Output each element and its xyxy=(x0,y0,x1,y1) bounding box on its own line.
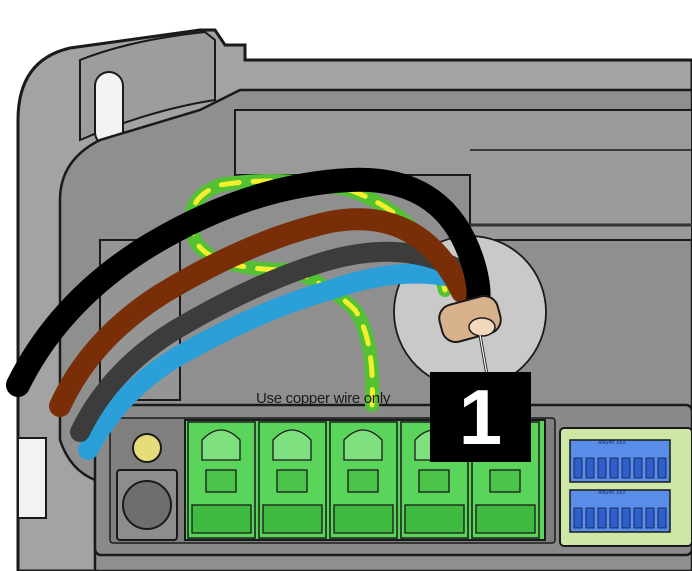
terminal-cell xyxy=(187,421,256,539)
gray-wire xyxy=(70,241,478,442)
blue-terminal-pin xyxy=(645,457,655,479)
blue-terminal-area xyxy=(559,427,692,547)
wire-bundle xyxy=(6,167,502,460)
blue-wire xyxy=(78,263,465,460)
black-wire xyxy=(6,167,491,397)
terminal-label-bottom: ANSMI 3XX xyxy=(598,490,626,496)
blue-terminal-pin xyxy=(573,457,583,479)
callout-box: 1 xyxy=(430,372,531,462)
blue-terminal-block-top xyxy=(569,439,671,483)
terminal-label-top: ANSMI 3XX xyxy=(598,440,626,446)
blue-terminal-block-bottom xyxy=(569,489,671,533)
blue-terminal-pin xyxy=(585,507,595,529)
callout-number: 1 xyxy=(458,373,503,461)
blue-terminal-pin xyxy=(609,507,619,529)
terminal-cell xyxy=(258,421,327,539)
blue-terminal-pin xyxy=(621,457,631,479)
wiring-note-label: Use copper wire only xyxy=(256,390,391,407)
side-tab xyxy=(17,437,47,519)
blue-terminal-pin xyxy=(621,507,631,529)
blue-terminal-pin xyxy=(645,507,655,529)
blue-terminal-pin xyxy=(597,457,607,479)
blue-terminal-pin xyxy=(657,457,667,479)
brown-wire xyxy=(49,208,473,417)
blue-terminal-pin xyxy=(609,457,619,479)
blue-terminal-pin xyxy=(633,457,643,479)
blue-terminal-pin xyxy=(633,507,643,529)
blue-terminal-pin xyxy=(573,507,583,529)
ground-screw xyxy=(116,433,178,541)
blue-terminal-pin xyxy=(657,507,667,529)
terminal-cell xyxy=(329,421,398,539)
blue-terminal-pin xyxy=(597,507,607,529)
blue-terminal-pin xyxy=(585,457,595,479)
